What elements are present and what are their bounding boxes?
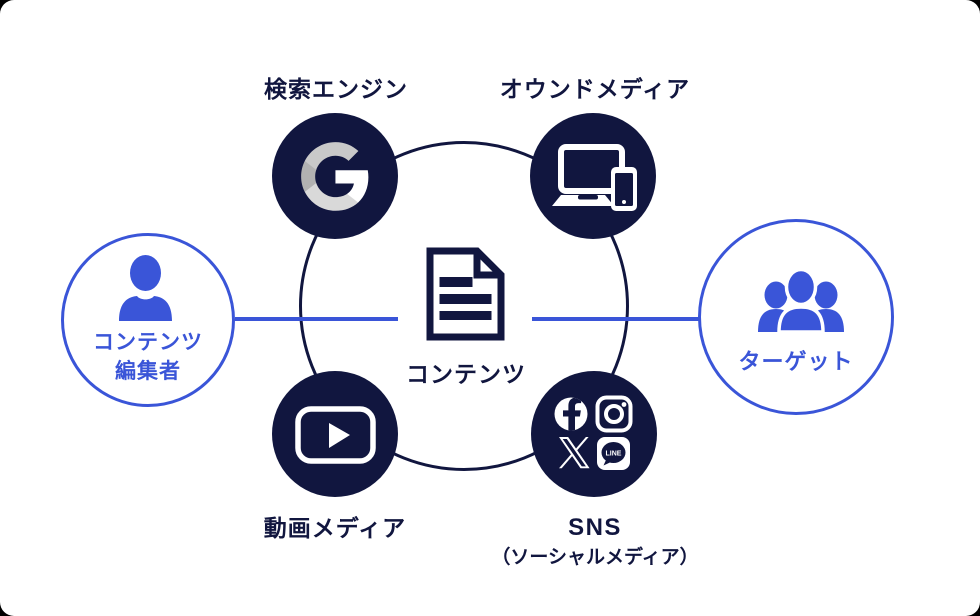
content-editor-label: コンテンツ 編集者 bbox=[61, 328, 235, 386]
video-media-label: 動画メディア bbox=[263, 515, 407, 541]
line-badge-text: LINE bbox=[606, 451, 622, 458]
owned-media-label: オウンドメディア bbox=[499, 76, 691, 102]
content-document-box bbox=[398, 240, 532, 356]
facebook-icon bbox=[554, 397, 588, 431]
search-engine-label: 検索エンジン bbox=[264, 76, 408, 102]
sns-sublabel: （ソーシャルメディア） bbox=[491, 547, 699, 568]
x-icon bbox=[559, 437, 590, 469]
content-label: コンテンツ bbox=[406, 361, 526, 387]
sns-label: SNS bbox=[568, 514, 622, 541]
google-g-icon bbox=[272, 113, 398, 239]
people-group-icon bbox=[758, 268, 844, 332]
line-icon: LINE bbox=[597, 437, 630, 470]
media-hub-ring bbox=[299, 141, 629, 471]
laptop-smartphone-icon bbox=[530, 113, 656, 239]
sns-icons-group: LINE bbox=[531, 371, 657, 497]
instagram-icon bbox=[595, 395, 633, 433]
content-editor-label-line2: 編集者 bbox=[115, 360, 181, 383]
youtube-play-icon bbox=[272, 371, 398, 497]
person-icon bbox=[119, 255, 172, 321]
document-icon bbox=[426, 247, 504, 341]
content-editor-label-line1: コンテンツ bbox=[93, 331, 203, 354]
target-label: ターゲット bbox=[738, 349, 854, 374]
